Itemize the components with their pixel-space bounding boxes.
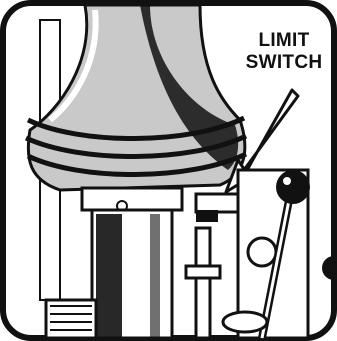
ball-highlight xyxy=(283,177,291,185)
quill-stripe xyxy=(150,214,160,338)
stop-rod xyxy=(196,228,210,338)
stop-nut xyxy=(186,266,220,278)
limit-switch-base xyxy=(196,210,218,222)
callout-line-1: LIMIT xyxy=(238,30,330,52)
ball-handle-icon xyxy=(276,170,310,204)
spindle-collar xyxy=(82,188,182,210)
limit-switch-callout: LIMIT SWITCH xyxy=(238,30,330,74)
lower-ring xyxy=(223,312,267,332)
quill-shadow xyxy=(96,214,122,338)
callout-line-2: SWITCH xyxy=(238,52,330,74)
side-hub xyxy=(248,238,276,266)
